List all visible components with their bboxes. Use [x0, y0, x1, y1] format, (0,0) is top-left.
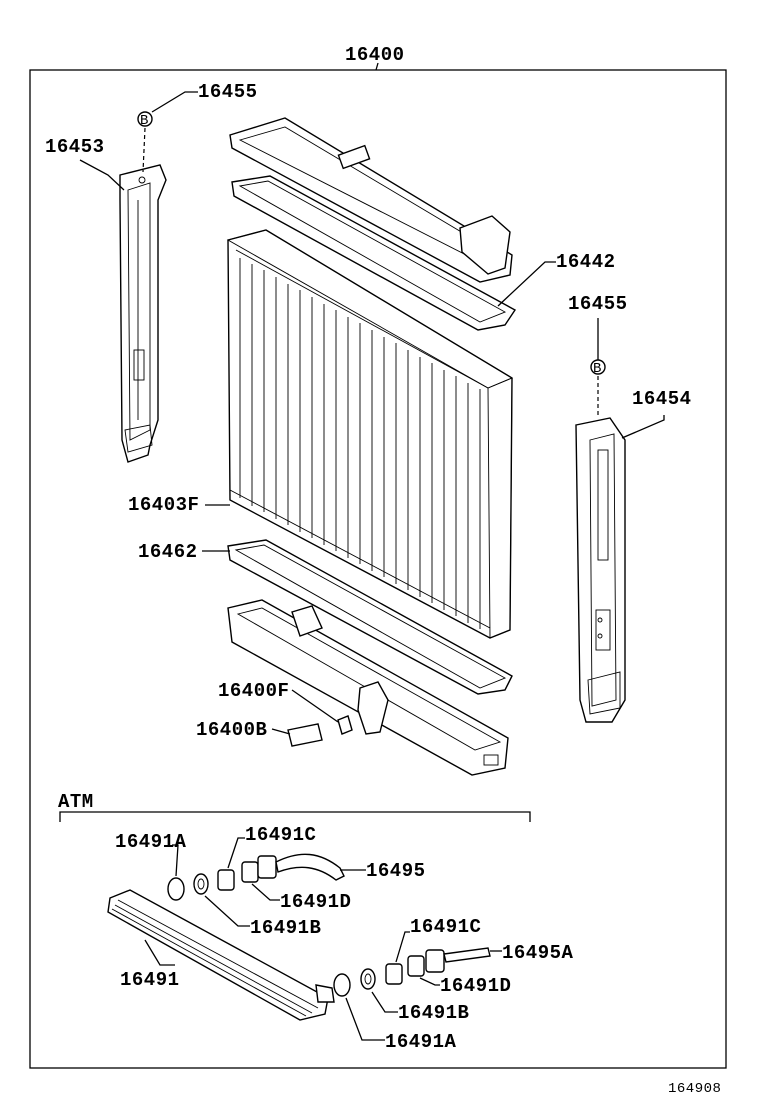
label-16400F[interactable]: 16400F — [218, 680, 289, 702]
label-16495[interactable]: 16495 — [366, 860, 426, 882]
drain-cock — [337, 681, 389, 735]
o-ring-bottom — [333, 973, 351, 997]
label-atm: ATM — [58, 791, 94, 813]
label-16400B[interactable]: 16400B — [196, 719, 267, 741]
label-16491B-top[interactable]: 16491B — [250, 917, 321, 939]
o-ring-top — [167, 877, 185, 901]
figure-code: 164908 — [668, 1081, 721, 1097]
label-16491D-bottom[interactable]: 16491D — [440, 975, 511, 997]
bolt-marker-right: B — [590, 359, 606, 377]
label-16453[interactable]: 16453 — [45, 136, 105, 158]
label-16491C-top[interactable]: 16491C — [245, 824, 316, 846]
left-bolt-guide — [142, 127, 146, 173]
lower-gasket — [227, 539, 513, 695]
label-16491A-top[interactable]: 16491A — [115, 831, 187, 853]
label-16491D-top[interactable]: 16491D — [280, 891, 351, 913]
radiator-core — [226, 229, 513, 639]
union-top — [217, 869, 235, 891]
label-16462[interactable]: 16462 — [138, 541, 198, 563]
upper-gasket — [231, 175, 517, 331]
svg-text:B: B — [140, 113, 149, 129]
right-support-bracket — [575, 417, 626, 723]
label-16454[interactable]: 16454 — [632, 388, 692, 410]
label-16400[interactable]: 16400 — [345, 44, 405, 66]
drain-plug — [287, 723, 323, 747]
label-16491A-bottom[interactable]: 16491A — [385, 1031, 457, 1053]
bolt-marker-left: B — [137, 111, 153, 129]
hose-top — [275, 853, 345, 881]
nut-top — [241, 861, 259, 883]
atm-bracket — [59, 811, 531, 822]
label-16491[interactable]: 16491 — [120, 969, 180, 991]
washer-top — [193, 873, 209, 895]
bolt-16495A — [443, 947, 491, 963]
label-16491C-bottom[interactable]: 16491C — [410, 916, 481, 938]
union-bottom — [385, 963, 403, 985]
left-support-bracket — [119, 164, 167, 463]
label-16455-right[interactable]: 16455 — [568, 293, 628, 315]
washer-bottom — [360, 968, 376, 990]
label-16403F[interactable]: 16403F — [128, 494, 199, 516]
label-16442[interactable]: 16442 — [556, 251, 616, 273]
label-16495A[interactable]: 16495A — [502, 942, 574, 964]
assembly-frame — [29, 69, 727, 1069]
label-16455-left[interactable]: 16455 — [198, 81, 258, 103]
svg-text:B: B — [593, 361, 602, 377]
label-16491B-bottom[interactable]: 16491B — [398, 1002, 469, 1024]
nut-bottom — [407, 955, 425, 977]
upper-tank — [229, 117, 513, 283]
oil-cooler — [107, 889, 335, 1021]
